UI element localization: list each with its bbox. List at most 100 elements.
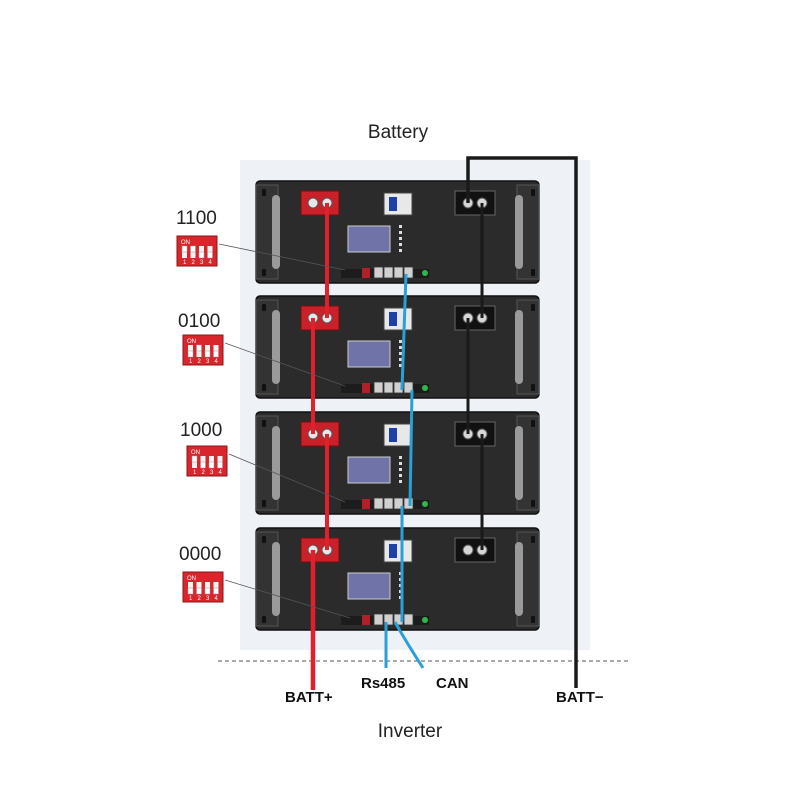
right-handle — [515, 195, 523, 269]
status-led — [399, 231, 402, 234]
breaker-switch — [383, 307, 413, 331]
status-led — [399, 462, 402, 465]
dip-toggle — [213, 587, 219, 595]
rj45-port — [373, 613, 384, 626]
power-led — [422, 385, 428, 391]
power-led — [422, 617, 428, 623]
positive-terminal — [300, 305, 340, 331]
dip-code-label: 0100 — [178, 311, 220, 332]
ear-slot — [262, 189, 266, 196]
ear-slot — [531, 616, 535, 623]
positive-terminal — [300, 537, 340, 563]
dip-number: 2 — [192, 260, 196, 266]
battery-module-1 — [255, 180, 540, 284]
rj45-port — [403, 266, 414, 279]
rj45-port — [403, 497, 414, 510]
rj45-port — [393, 266, 404, 279]
right-handle — [515, 310, 523, 384]
lcd-screen — [347, 456, 391, 484]
dip-number: 4 — [215, 596, 219, 602]
dip-number: 3 — [206, 596, 210, 602]
batt-plus-label: BATT+ — [285, 689, 333, 706]
negative-terminal-bolt — [462, 544, 474, 556]
dip-toggle — [181, 245, 188, 253]
positive-terminal — [300, 190, 340, 216]
dip-on-label: ON — [181, 240, 190, 246]
ear-slot — [531, 500, 535, 507]
rj45-port — [393, 497, 404, 510]
dip-toggle — [187, 350, 194, 358]
ear-slot — [531, 536, 535, 543]
ear-slot — [262, 616, 266, 623]
negative-terminal — [454, 537, 496, 563]
dip-toggle — [217, 461, 223, 469]
left-handle — [272, 195, 280, 269]
rj45-port — [373, 497, 384, 510]
breaker-lever — [389, 197, 397, 211]
status-led — [399, 480, 402, 483]
status-led — [399, 346, 402, 349]
status-led — [399, 237, 402, 240]
status-led — [399, 249, 402, 252]
inverter-title: Inverter — [378, 721, 443, 742]
dip-number: 1 — [189, 596, 193, 602]
dip-toggle — [196, 344, 202, 352]
dip-toggle — [196, 587, 202, 595]
ear-slot — [531, 304, 535, 311]
dip-number: 1 — [189, 359, 193, 365]
battery-module-4 — [255, 527, 540, 631]
dip-switch-port — [362, 383, 370, 393]
rj45-port — [403, 381, 414, 394]
ear-slot — [262, 304, 266, 311]
batt-minus-cable — [466, 156, 578, 688]
dip-toggle — [208, 461, 215, 469]
breaker-lever — [389, 428, 397, 442]
rs485-label: Rs485 — [361, 675, 405, 692]
dip-code-label: 1000 — [180, 420, 222, 441]
right-handle — [515, 542, 523, 616]
status-led — [399, 243, 402, 246]
ear-slot — [531, 189, 535, 196]
dip-toggle — [200, 461, 206, 469]
lcd-screen — [347, 572, 391, 600]
breaker-switch — [383, 192, 413, 216]
lcd-screen — [347, 225, 391, 253]
dip-number: 1 — [183, 260, 187, 266]
battery-title: Battery — [368, 122, 429, 143]
ear-slot — [262, 420, 266, 427]
dip-switch-port — [362, 499, 370, 509]
status-led — [399, 340, 402, 343]
dip-toggle — [190, 245, 196, 253]
dip-toggle — [213, 350, 219, 358]
dip-toggle — [207, 251, 213, 259]
status-led — [399, 225, 402, 228]
ear-slot — [262, 384, 266, 391]
dip-number: 4 — [209, 260, 213, 266]
rj45-port — [383, 266, 394, 279]
dip-toggle — [191, 455, 198, 463]
right-handle — [515, 426, 523, 500]
lcd-screen — [347, 340, 391, 368]
breaker-lever — [389, 544, 397, 558]
dip-on-label: ON — [191, 450, 200, 456]
rj45-port — [383, 497, 394, 510]
dip-leader-line — [224, 342, 346, 387]
dip-toggle — [187, 587, 194, 595]
left-handle — [272, 426, 280, 500]
ear-slot — [262, 536, 266, 543]
power-led — [422, 270, 428, 276]
ear-slot — [262, 269, 266, 276]
dip-switch-port — [362, 268, 370, 278]
status-led — [399, 468, 402, 471]
power-led — [422, 501, 428, 507]
comm-link-1-2 — [400, 273, 408, 391]
can-cable — [393, 621, 425, 669]
positive-terminal — [300, 421, 340, 447]
ear-slot — [531, 384, 535, 391]
dip-code-label: 1100 — [176, 208, 217, 229]
rj45-port — [373, 266, 384, 279]
